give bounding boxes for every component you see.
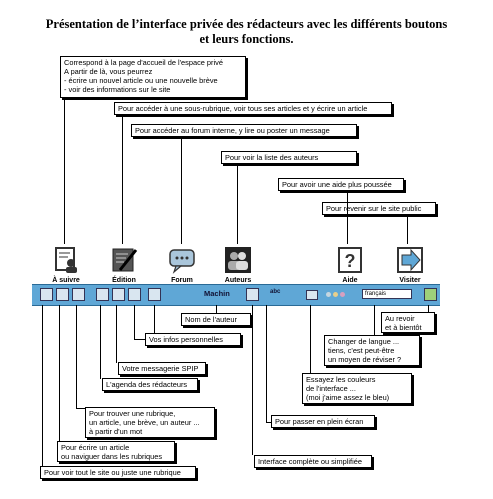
nav-label-a-suivre[interactable]: À suivre xyxy=(52,277,80,284)
connector-line xyxy=(216,305,217,313)
connector-line xyxy=(122,115,123,244)
search-icon[interactable] xyxy=(72,288,85,301)
speech-bubble-icon[interactable] xyxy=(168,246,196,274)
connector-line xyxy=(428,305,429,312)
callout-accueil-line1: Correspond à la page d'accueil de l'espa… xyxy=(64,58,223,67)
callout-messagerie: Votre messagerie SPIP xyxy=(118,362,206,375)
color-swatch-3[interactable] xyxy=(340,292,345,297)
callout-couleurs-line1: Essayez les couleurs xyxy=(306,375,376,384)
arrow-forward-icon[interactable] xyxy=(396,246,424,274)
mail-icon[interactable] xyxy=(112,288,125,301)
interface-mode-icon[interactable] xyxy=(246,288,259,301)
toolbar: Machin abc français xyxy=(32,284,440,306)
abc-icon[interactable]: abc xyxy=(270,289,281,295)
connector-line xyxy=(237,164,238,244)
connector-line xyxy=(64,98,65,244)
callout-couleurs-line2: de l'interface ... xyxy=(306,384,356,393)
connector-line xyxy=(134,339,145,340)
callout-ecrire: Pour écrire un article ou naviguer dans … xyxy=(57,441,175,462)
callout-langue-line2: tiens, c'est peut-être xyxy=(328,346,395,355)
callout-aide: Pour avoir une aide plus poussée xyxy=(278,178,404,191)
connector-line xyxy=(310,305,311,373)
color-swatch-2[interactable] xyxy=(333,292,338,297)
callout-plein-ecran: Pour passer en plein écran xyxy=(271,415,375,428)
callout-agenda: L'agenda des rédacteurs xyxy=(102,378,198,391)
site-tree-icon[interactable] xyxy=(40,288,53,301)
connector-line xyxy=(154,305,155,333)
connector-line xyxy=(407,215,408,244)
callout-forum: Pour accéder au forum interne, y lire ou… xyxy=(131,124,357,137)
eye-icon[interactable] xyxy=(128,288,141,301)
logout-icon[interactable] xyxy=(424,288,437,301)
connector-line xyxy=(59,305,60,442)
nav-label-forum[interactable]: Forum xyxy=(171,277,193,284)
pen-document-icon[interactable] xyxy=(110,246,138,274)
calendar-icon[interactable] xyxy=(96,288,109,301)
callout-edition: Pour accéder à une sous-rubrique, voir t… xyxy=(114,102,392,115)
user-info-icon[interactable] xyxy=(148,288,161,301)
fullscreen-icon[interactable] xyxy=(306,290,318,300)
nav-label-edition[interactable]: Édition xyxy=(112,277,136,284)
nav-label-visiter[interactable]: Visiter xyxy=(399,277,421,284)
connector-line xyxy=(181,137,182,244)
connector-line xyxy=(266,305,267,422)
callout-langue-line1: Changer de langue ... xyxy=(328,337,400,346)
callout-accueil-line2: A partir de là, vous peurrez xyxy=(64,67,153,76)
callout-auteurs: Pour voir la liste des auteurs xyxy=(221,151,357,164)
callout-couleurs-line3: (moi j'aime assez le bleu) xyxy=(306,393,390,402)
navigation-icon[interactable] xyxy=(56,288,69,301)
callout-interface: Interface complète ou simplifiée xyxy=(254,455,372,468)
connector-line xyxy=(266,422,271,423)
callout-revoir-line1: Au revoir xyxy=(385,314,415,323)
callout-trouver-line3: à partir d'un mot xyxy=(89,427,143,436)
document-user-icon[interactable] xyxy=(52,246,80,274)
connector-line xyxy=(42,305,43,467)
connector-line xyxy=(116,305,117,363)
connector-line xyxy=(134,305,135,339)
callout-trouver-line2: un article, une brève, un auteur ... xyxy=(89,418,200,427)
nav-label-aide[interactable]: Aide xyxy=(342,277,358,284)
callout-nom-auteur: Nom de l'auteur xyxy=(181,313,251,326)
callout-infos-perso: Vos infos personnelles xyxy=(145,333,241,346)
connector-line xyxy=(252,305,253,455)
callout-accueil-line3: - écrire un nouvel article ou une nouvel… xyxy=(64,76,218,85)
callout-trouver: Pour trouver une rubrique, un article, u… xyxy=(85,407,215,438)
callout-revoir: Au revoir et à bientôt xyxy=(381,312,435,333)
callout-couleurs: Essayez les couleurs de l'interface ... … xyxy=(302,373,412,404)
connector-line xyxy=(347,191,348,244)
connector-line xyxy=(76,408,85,409)
connector-line xyxy=(100,305,101,379)
users-icon[interactable] xyxy=(224,246,252,274)
callout-ecrire-line2: ou naviguer dans les rubriques xyxy=(61,452,163,461)
svg-text:?: ? xyxy=(345,251,356,271)
page-subtitle: et leurs fonctions. xyxy=(199,32,294,46)
nav-label-auteurs[interactable]: Auteurs xyxy=(224,277,252,284)
connector-line xyxy=(76,305,77,408)
callout-visiter: Pour revenir sur le site public xyxy=(322,202,436,215)
callout-trouver-line1: Pour trouver une rubrique, xyxy=(89,409,176,418)
color-swatch-1[interactable] xyxy=(326,292,331,297)
question-mark-icon[interactable]: ? xyxy=(336,246,364,274)
callout-ecrire-line1: Pour écrire un article xyxy=(61,443,130,452)
language-select[interactable]: français xyxy=(362,289,412,299)
callout-voir-site: Pour voir tout le site ou juste une rubr… xyxy=(40,466,196,479)
callout-accueil: Correspond à la page d'accueil de l'espa… xyxy=(60,56,246,98)
username[interactable]: Machin xyxy=(204,289,230,298)
callout-langue-line3: un moyen de réviser ? xyxy=(328,355,402,364)
callout-revoir-line2: et à bientôt xyxy=(385,323,422,332)
callout-langue: Changer de langue ... tiens, c'est peut-… xyxy=(324,335,420,366)
callout-accueil-line4: - voir des informations sur le site xyxy=(64,85,171,94)
connector-line xyxy=(374,305,375,335)
page-title: Présentation de l’interface privée des r… xyxy=(45,17,448,31)
